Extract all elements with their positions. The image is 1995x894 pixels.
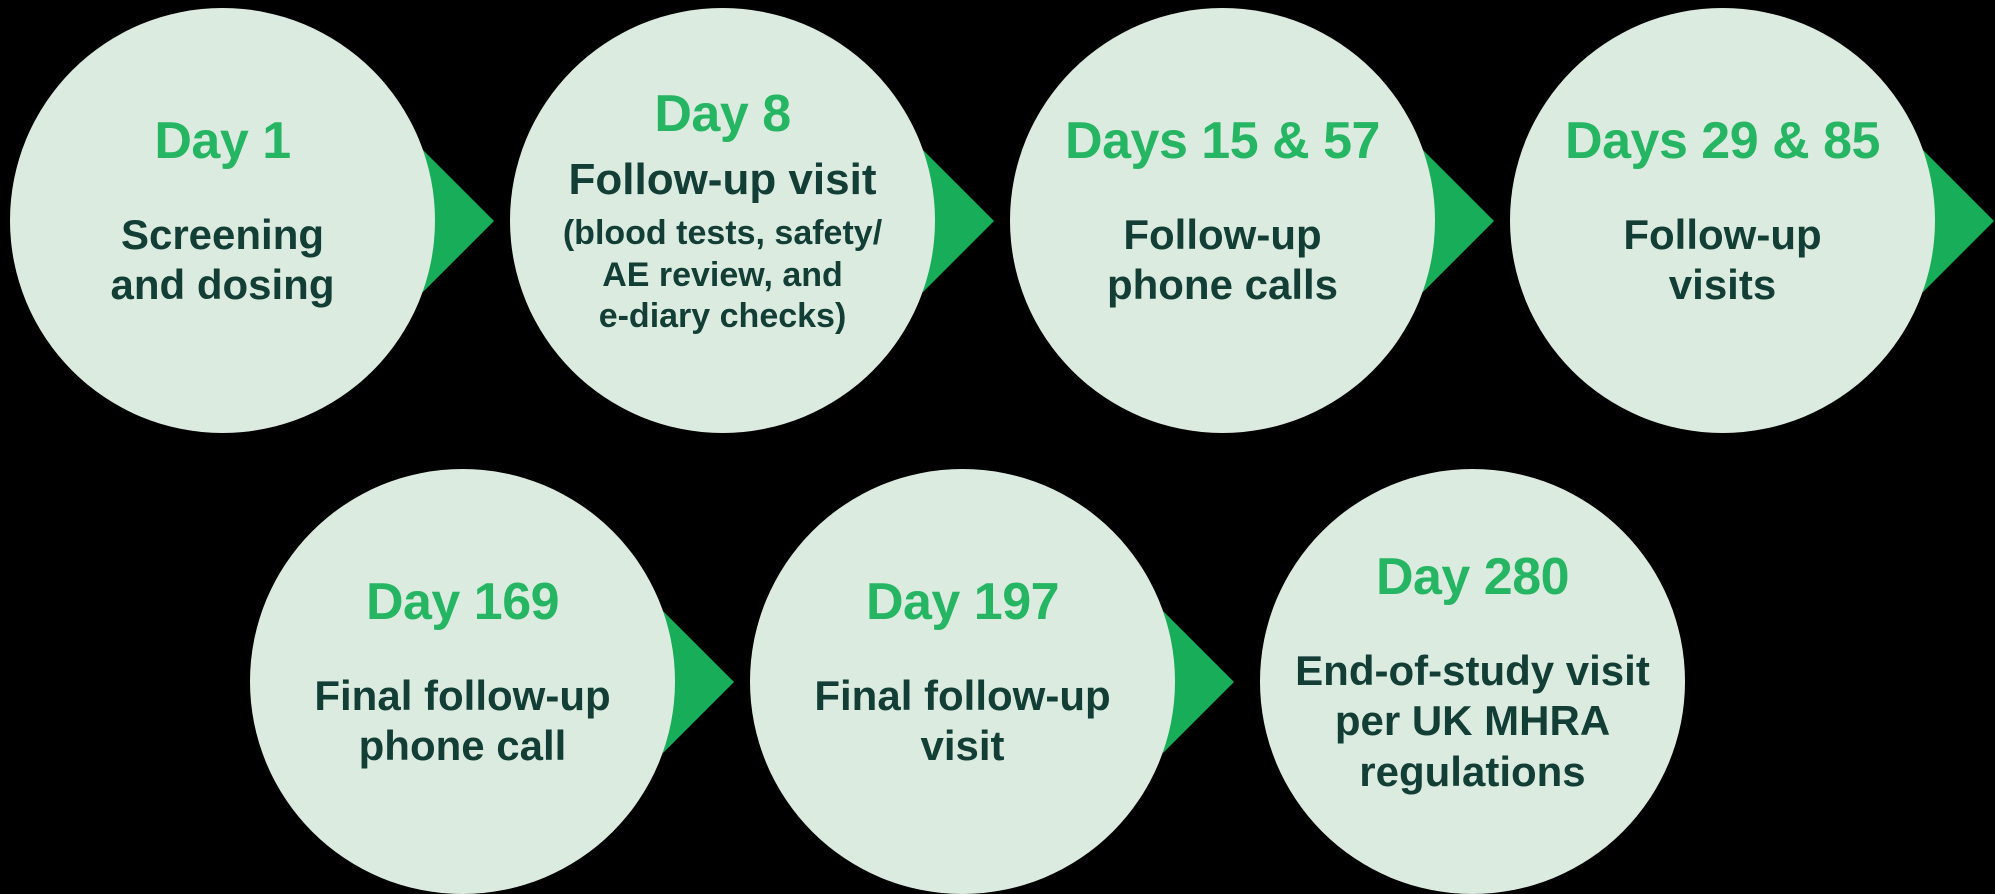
milestone-circle: Days 15 & 57 Follow-up phone calls — [1010, 8, 1435, 433]
milestone-circle: Days 29 & 85 Follow-up visits — [1510, 8, 1935, 433]
milestone-day-label: Day 280 — [1375, 548, 1570, 607]
milestone-subtitle: Follow-up visit — [568, 154, 877, 204]
timeline-step: Day 169 Final follow-up phone call — [250, 469, 734, 894]
milestone-circle: Day 197 Final follow-up visit — [750, 469, 1175, 894]
milestone-day-label: Day 169 — [365, 573, 560, 632]
timeline-step: Day 280 End-of-study visit per UK MHRA r… — [1260, 469, 1685, 894]
milestone-day-label: Days 29 & 85 — [1565, 112, 1880, 171]
milestone-description: End-of-study visit per UK MHRA regulatio… — [1295, 646, 1650, 795]
milestone-description: Screening and dosing — [110, 211, 335, 309]
milestone-circle: Day 280 End-of-study visit per UK MHRA r… — [1260, 469, 1685, 894]
milestone-description: Final follow-up phone call — [314, 672, 611, 770]
milestone-circle: Day 8 Follow-up visit (blood tests, safe… — [510, 8, 935, 433]
milestone-day-label: Day 197 — [865, 573, 1060, 632]
milestone-description: Follow-up phone calls — [1106, 211, 1339, 309]
timeline-step: Day 197 Final follow-up visit — [750, 469, 1234, 894]
timeline-step: Day 1 Screening and dosing — [10, 8, 494, 433]
timeline-step: Days 15 & 57 Follow-up phone calls — [1010, 8, 1494, 433]
milestone-circle: Day 169 Final follow-up phone call — [250, 469, 675, 894]
milestone-day-label: Day 8 — [654, 85, 791, 144]
milestone-description: Final follow-up visit — [814, 672, 1111, 770]
timeline-step: Day 8 Follow-up visit (blood tests, safe… — [510, 8, 994, 433]
timeline-step: Days 29 & 85 Follow-up visits — [1510, 8, 1994, 433]
milestone-day-label: Day 1 — [154, 112, 291, 171]
milestone-day-label: Days 15 & 57 — [1065, 112, 1380, 171]
milestone-description: Follow-up visits — [1623, 211, 1822, 309]
milestone-circle: Day 1 Screening and dosing — [10, 8, 435, 433]
milestone-note: (blood tests, safety/ AE review, and e-d… — [562, 214, 883, 336]
